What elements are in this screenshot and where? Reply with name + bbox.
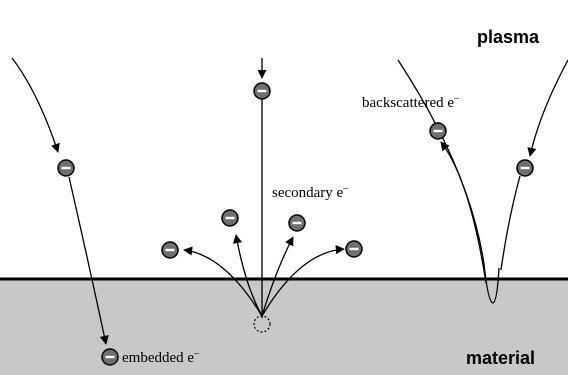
incoming-trajectory-right-lower	[500, 175, 521, 271]
plasma-label: plasma	[477, 27, 540, 47]
backscattered-electron	[429, 122, 447, 140]
embedded-electron-label: embedded e–	[122, 348, 200, 366]
secondary-electron-label: secondary e–	[272, 183, 349, 201]
secondary-trajectory-4	[261, 245, 345, 317]
incoming-electron-left	[57, 159, 75, 177]
incoming-electron-center	[253, 82, 271, 100]
secondary-electron-1	[161, 241, 179, 259]
incoming-trajectory-right	[527, 59, 568, 157]
backscattered-electron-label: backscattered e–	[362, 93, 460, 111]
secondary-electron-2	[221, 209, 239, 227]
secondary-electron-4	[345, 240, 363, 258]
material-label: material	[466, 348, 535, 368]
secondary-trajectory-3	[261, 236, 294, 317]
secondary-trajectory-1	[183, 246, 263, 317]
embedded-electron-trajectory-lower	[68, 176, 109, 345]
secondary-electron-3	[288, 214, 306, 232]
incoming-electron-right	[516, 159, 534, 177]
secondary-trajectory-2	[232, 234, 263, 317]
material-region	[0, 279, 568, 375]
embedded-electron	[101, 348, 119, 366]
embedded-electron-trajectory	[11, 57, 60, 153]
backscatter-return-trajectory	[440, 141, 487, 284]
